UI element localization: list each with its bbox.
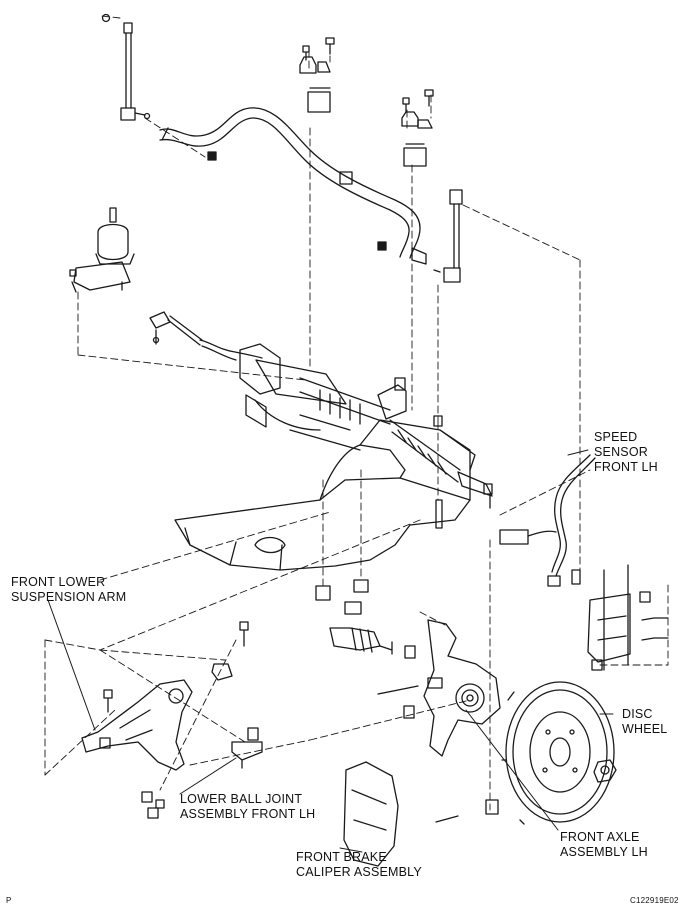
brake-disc	[501, 681, 615, 825]
suspension-crossmember	[174, 399, 476, 571]
dashed-alignment-lines	[44, 15, 669, 811]
leader-lines	[47, 449, 614, 853]
speed-sensor-label-line-1: SPEED	[594, 430, 638, 444]
front-axle-label-line-1: FRONT AXLE	[560, 830, 640, 844]
disc-wheel-label-line-2: WHEEL	[622, 722, 668, 736]
stabilizer-bar	[159, 107, 427, 265]
drive-shaft	[329, 627, 393, 655]
lower-ball-joint-label: LOWER BALL JOINT ASSEMBLY FRONT LH	[180, 792, 315, 822]
bushing-brackets	[299, 37, 434, 167]
hub-nut	[593, 759, 617, 783]
strut-lower-bracket	[587, 564, 669, 671]
stabilizer-link-right	[433, 189, 463, 283]
speed-sensor-label-line-2: SENSOR	[594, 445, 648, 459]
steering-knuckle	[377, 619, 501, 815]
front-lower-suspension-arm-label-line-1: FRONT LOWER	[11, 575, 106, 589]
front-axle-label: FRONT AXLE ASSEMBLY LH	[560, 830, 648, 860]
front-lower-suspension-arm-label: FRONT LOWER SUSPENSION ARM	[11, 575, 126, 605]
lower-ball-joint-label-line-1: LOWER BALL JOINT	[180, 792, 303, 806]
lower-ball-joint-label-line-2: ASSEMBLY FRONT LH	[180, 807, 316, 821]
speed-sensor-label-line-3: FRONT LH	[594, 460, 658, 474]
disc-wheel-label: DISC WHEEL	[622, 707, 667, 737]
front-brake-caliper-label-line-2: CALIPER ASSEMBLY	[296, 865, 422, 879]
front-lower-suspension-arm-label-line-2: SUSPENSION ARM	[11, 590, 127, 604]
steering-gear-assembly	[149, 311, 493, 509]
speed-sensor-wiring	[499, 454, 596, 587]
engine-mount	[69, 207, 135, 293]
speed-sensor-label: SPEED SENSOR FRONT LH	[594, 430, 658, 475]
stabilizer-link-left	[101, 13, 151, 121]
tie-rod-nut	[152, 336, 160, 344]
brake-caliper	[343, 761, 459, 867]
bar-nuts	[207, 151, 387, 251]
front-brake-caliper-label-line-1: FRONT BRAKE	[296, 850, 387, 864]
disc-wheel-label-line-1: DISC	[622, 707, 653, 721]
lower-suspension-arm	[81, 679, 193, 771]
arm-bushing-bolts	[141, 621, 249, 819]
lower-ball-joint	[231, 727, 263, 769]
front-axle-label-line-2: ASSEMBLY LH	[560, 845, 648, 859]
front-brake-caliper-label: FRONT BRAKE CALIPER ASSEMBLY	[296, 850, 422, 880]
crossmember-fasteners	[315, 415, 443, 615]
corner-mark: P	[6, 896, 12, 905]
figure-code: C122919E02	[630, 896, 679, 905]
